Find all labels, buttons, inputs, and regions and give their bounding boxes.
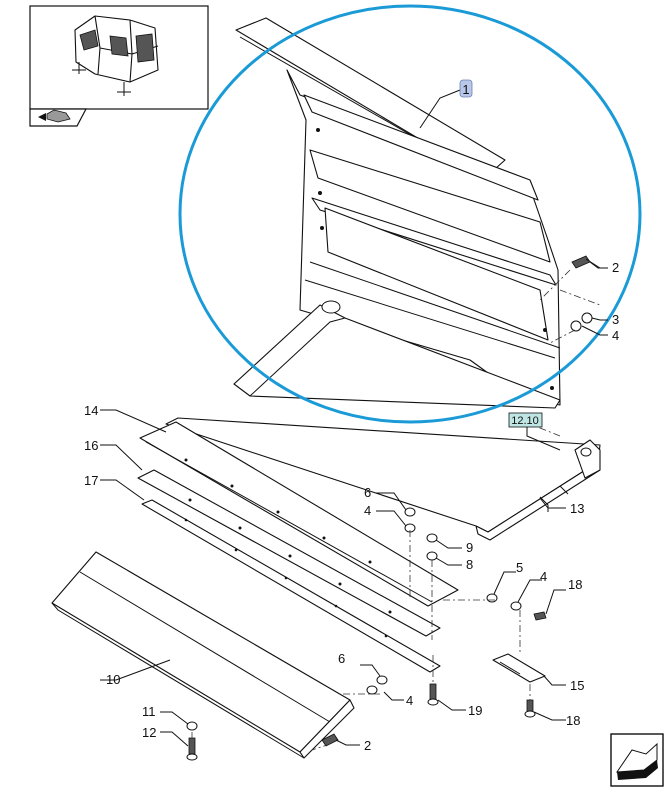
strip-17 <box>141 499 441 673</box>
callout-3[interactable]: 3 <box>612 312 619 327</box>
callout-14[interactable]: 14 <box>84 403 98 418</box>
callout-9[interactable]: 9 <box>466 540 473 555</box>
lower-hardware <box>186 507 547 761</box>
callout-4-upper[interactable]: 4 <box>612 328 619 343</box>
callout-2-lower[interactable]: 2 <box>364 738 371 753</box>
highlight-circle <box>178 4 642 424</box>
machine-thumbnail <box>72 15 159 96</box>
reference-tag-12-10[interactable]: 12.10 <box>508 412 543 428</box>
callout-15[interactable]: 15 <box>570 678 584 693</box>
svg-text:12.10: 12.10 <box>511 415 539 427</box>
callout-10[interactable]: 10 <box>106 672 120 687</box>
callout-13[interactable]: 13 <box>570 501 584 516</box>
nut-upper <box>570 320 582 332</box>
callout-17[interactable]: 17 <box>84 473 98 488</box>
callout-6-upper[interactable]: 6 <box>364 485 371 500</box>
lower-tray <box>165 417 601 541</box>
callout-11[interactable]: 11 <box>142 704 156 719</box>
callout-5[interactable]: 5 <box>516 560 523 575</box>
strip-14 <box>139 421 459 607</box>
callout-19[interactable]: 19 <box>468 703 482 718</box>
callout-1[interactable]: 1 <box>459 79 473 98</box>
strip-16 <box>137 469 441 637</box>
component-stack-icon <box>29 108 87 127</box>
callout-4-mid[interactable]: 4 <box>364 503 371 518</box>
thumbnail-panel[interactable] <box>29 5 209 127</box>
svg-text:1: 1 <box>462 82 469 97</box>
callout-16[interactable]: 16 <box>84 438 98 453</box>
callout-4-right[interactable]: 4 <box>540 569 547 584</box>
plate-15 <box>492 653 546 683</box>
callout-8[interactable]: 8 <box>466 557 473 572</box>
callout-4-lower[interactable]: 4 <box>406 693 413 708</box>
washer-upper <box>581 312 593 324</box>
panel-assembly <box>233 17 561 409</box>
callout-18-lower[interactable]: 18 <box>566 713 580 728</box>
leader-lines <box>100 89 608 747</box>
next-page-arrow-icon[interactable] <box>610 733 664 787</box>
callout-18-upper[interactable]: 18 <box>568 577 582 592</box>
callout-2-upper[interactable]: 2 <box>612 260 619 275</box>
callout-12[interactable]: 12 <box>142 725 156 740</box>
cover-10 <box>51 551 355 759</box>
callout-6-lower[interactable]: 6 <box>338 651 345 666</box>
